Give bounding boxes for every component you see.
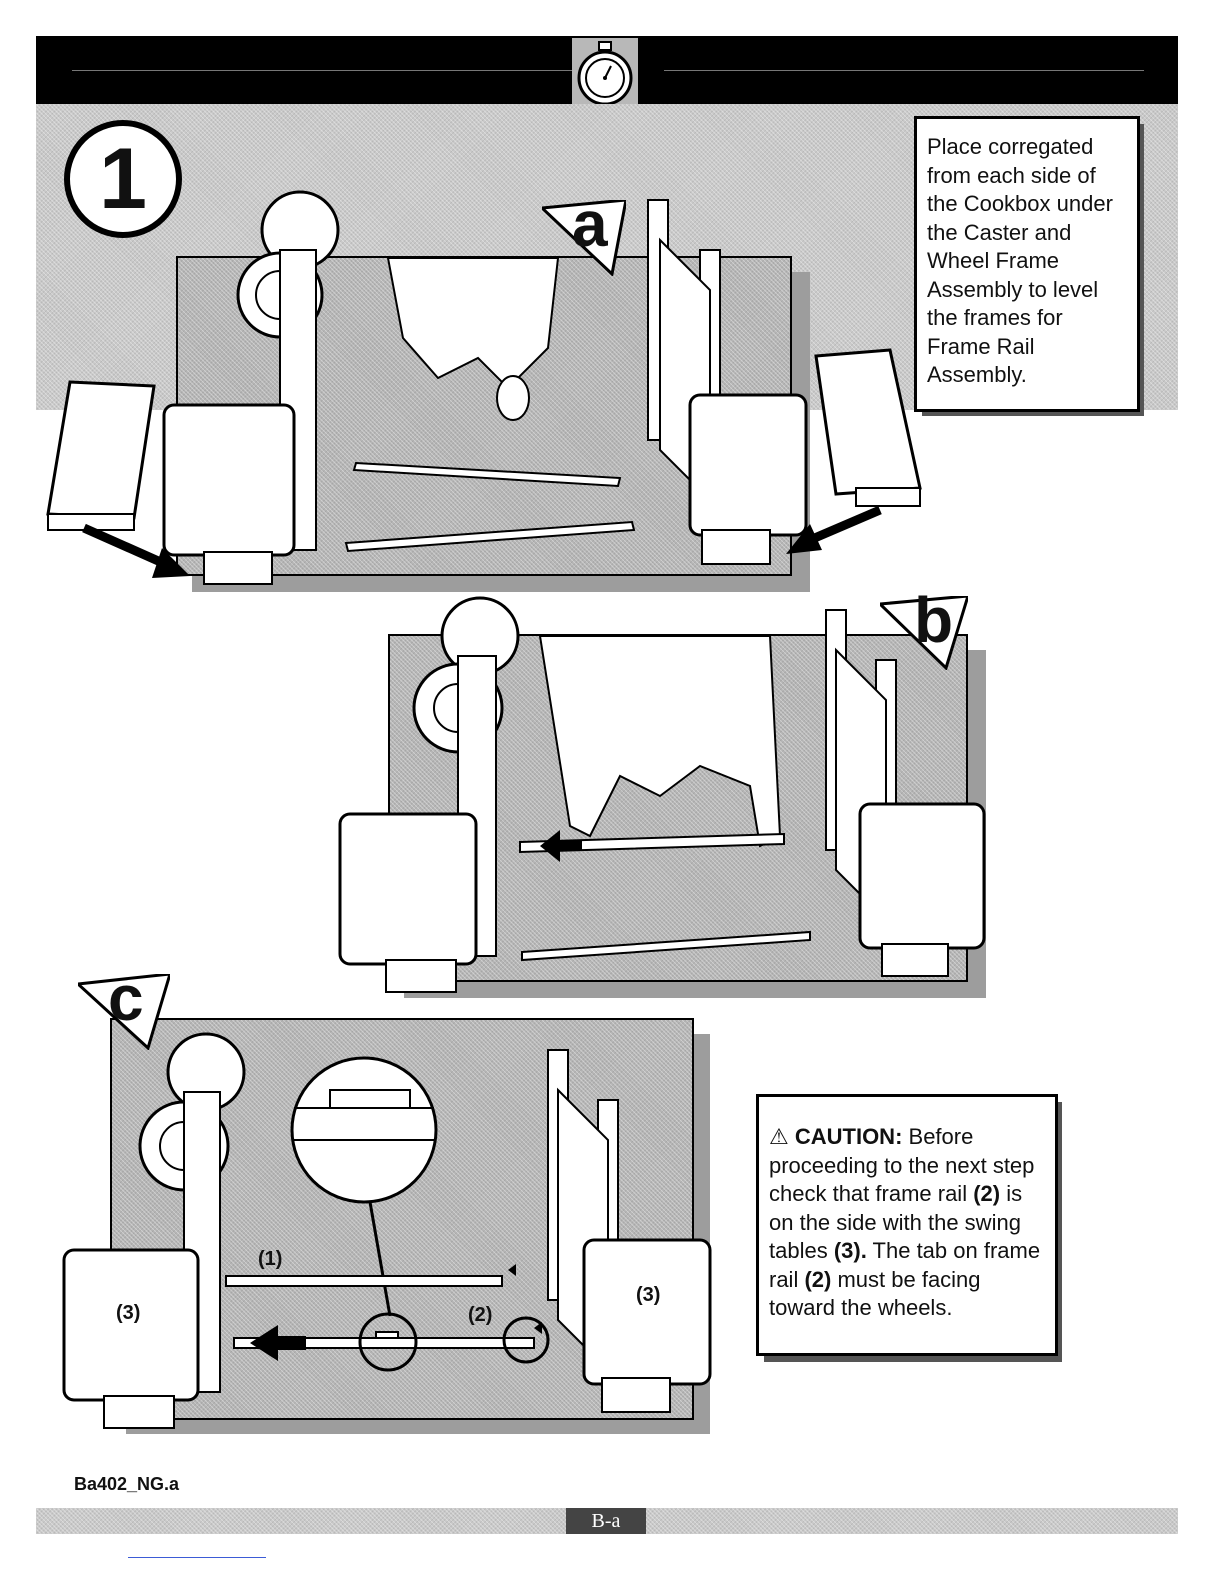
panel-a-marker — [542, 200, 626, 276]
caution-text-4: must be facing toward the wheels. — [769, 1266, 981, 1321]
panel-a-illustration — [344, 257, 636, 553]
caution-ref-rail-2: (2) — [973, 1181, 1001, 1206]
left-cart-b — [338, 596, 520, 993]
corrugated-board-right — [786, 348, 922, 554]
step-number: 1 — [64, 120, 182, 238]
footer-link-underline — [128, 1557, 266, 1558]
left-cart-a — [162, 190, 340, 585]
right-cart-b — [825, 609, 986, 977]
rail-2-label: (2) — [468, 1304, 493, 1326]
caution-text-2: is on the side with the swing tables — [769, 1181, 1023, 1263]
caution-box: ⚠ CAUTION: Before proceeding to the next… — [756, 1094, 1058, 1356]
caution-text-3: The tab on frame rail — [769, 1238, 1041, 1292]
right-cart-c — [547, 1049, 712, 1413]
panel-b-marker — [880, 596, 968, 670]
page-number: B-a — [566, 1508, 646, 1534]
panel-b-illustration — [519, 635, 811, 962]
header-rule-right — [664, 70, 1144, 71]
left-cart-c — [62, 1032, 246, 1429]
swing-table-left-label: (3) — [116, 1302, 141, 1324]
warning-icon: ⚠ — [769, 1124, 789, 1149]
panel-b-label: b — [914, 584, 954, 656]
instruction-text: Place corregated from each side of the C… — [927, 134, 1113, 387]
caution-text-1: Before proceeding to the next step check… — [769, 1124, 1035, 1206]
header-rule-left — [72, 70, 588, 71]
panel-a-label: a — [572, 188, 608, 260]
caution-ref-rail-2b: (2) — [804, 1266, 832, 1292]
panel-c-label: c — [108, 962, 144, 1034]
corrugated-board-left — [46, 380, 190, 578]
stopwatch-icon — [572, 38, 638, 110]
instruction-box: Place corregated from each side of the C… — [914, 116, 1140, 412]
caution-ref-table-3: (3). — [833, 1238, 867, 1263]
caution-title: CAUTION: — [794, 1124, 903, 1149]
panel-c-illustration — [225, 1056, 550, 1372]
document-code: Ba402_NG.a — [74, 1474, 180, 1494]
panel-c-marker — [78, 974, 170, 1050]
rail-1-label: (1) — [258, 1248, 283, 1270]
right-cart-a — [647, 199, 808, 565]
swing-table-right-label: (3) — [636, 1284, 661, 1306]
